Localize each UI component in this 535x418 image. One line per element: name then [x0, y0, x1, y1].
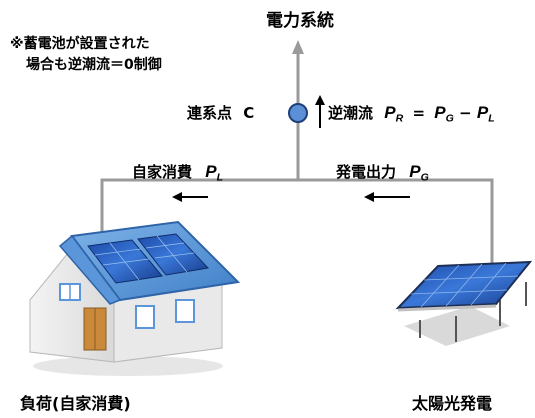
connection-point-label: 連系点 C	[187, 102, 254, 123]
connection-point-symbol: C	[243, 104, 255, 122]
battery-note: ※蓄電池が設置された 場合も逆潮流＝0制御	[10, 34, 162, 76]
reverse-flow-eq: =	[412, 104, 426, 122]
reverse-flow-label: 逆潮流 PR = PG − PL	[328, 102, 495, 125]
reverse-flow-text: 逆潮流	[328, 104, 374, 122]
house-icon	[29, 220, 241, 376]
reverse-flow-term2: PL	[476, 103, 495, 125]
self-consumption-arrow	[172, 192, 208, 202]
load-label: 負荷(自家消費)	[20, 394, 131, 413]
reverse-flow-arrow	[315, 95, 325, 128]
generation-var: PG	[409, 162, 429, 184]
battery-note-line1: ※蓄電池が設置された	[10, 36, 150, 52]
generation-text: 発電出力	[336, 163, 397, 181]
distribution-line	[100, 178, 494, 272]
reverse-flow-lhs: PR	[384, 103, 404, 125]
reverse-flow-term1: PG	[434, 103, 454, 125]
self-consumption-var: PL	[205, 162, 224, 184]
connection-point-text: 連系点	[187, 104, 233, 122]
power-grid-title: 電力系統	[266, 11, 334, 31]
generation-label: 発電出力 PG	[336, 161, 429, 184]
self-consumption-text: 自家消費	[132, 163, 193, 181]
pv-label: 太陽光発電	[412, 394, 493, 413]
reverse-flow-minus: −	[459, 104, 472, 122]
generation-arrow	[364, 192, 410, 202]
solar-panel-icon	[395, 260, 533, 346]
battery-note-line2: 場合も逆潮流＝0制御	[26, 57, 162, 73]
self-consumption-label: 自家消費 PL	[132, 161, 223, 184]
connection-point-marker	[288, 103, 308, 123]
